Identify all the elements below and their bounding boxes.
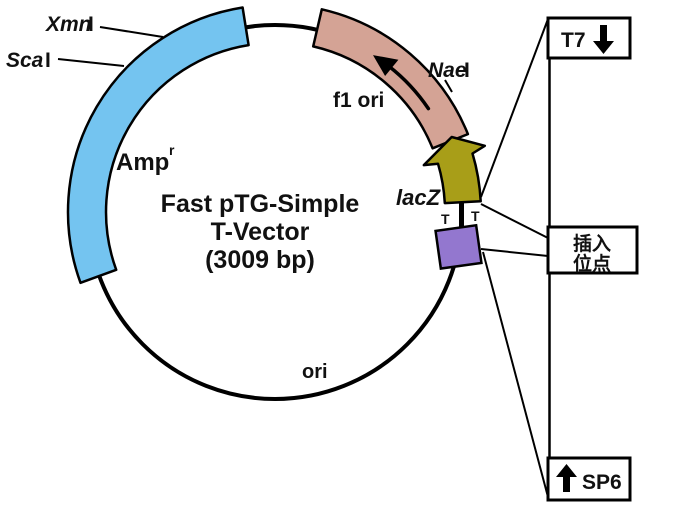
f1-ori-direction-arrow-shaft <box>387 64 431 111</box>
f1-ori-direction-arrow-head-icon <box>373 55 399 76</box>
insertion-site-label-line1: 插入 <box>573 233 611 255</box>
t7-box <box>546 16 632 60</box>
sp6-up-arrow-icon <box>556 464 577 492</box>
t-overhang-right-label: T <box>471 208 480 224</box>
lacz-block-arrow <box>422 135 487 205</box>
callout-line-sp6 <box>482 251 549 498</box>
amp-gene-superscript: r <box>169 142 175 158</box>
t7-label: T7 <box>561 29 586 52</box>
f1-ori-label: f1 ori <box>333 89 384 112</box>
t7-down-arrow-icon <box>593 25 614 54</box>
ori-label: ori <box>302 361 328 383</box>
xmni-site-label-suffix: I <box>88 13 94 36</box>
plasmid-title-line2: T-Vector <box>211 218 310 246</box>
callout-line-insertion-lower <box>480 248 549 257</box>
scai-site-label-suffix: I <box>45 49 51 72</box>
sp6-box <box>546 456 632 502</box>
naei-site-label-suffix: I <box>464 59 470 82</box>
naei-leader-line <box>444 79 453 93</box>
xmni-leader-line <box>99 26 164 38</box>
scai-site-label-italic: Sca <box>6 49 44 72</box>
xmni-site-label-italic: Xmn <box>45 13 92 36</box>
lacz-gene-label: lacZ <box>396 185 442 210</box>
callout-line-t7 <box>480 18 549 198</box>
amp-gene-label: Amp <box>116 149 169 176</box>
insertion-site-label-line2: 位点 <box>573 252 611 275</box>
naei-site-label-italic: Nae <box>428 59 467 82</box>
insertion-site-marker <box>434 223 483 271</box>
sp6-label: SP6 <box>582 471 622 494</box>
plasmid-title-line3: (3009 bp) <box>205 246 315 274</box>
plasmid-title-line1: Fast pTG-Simple <box>161 190 360 218</box>
callout-line-insertion-upper <box>480 203 549 239</box>
scai-leader-line <box>57 58 125 67</box>
t-overhang-left-label: T <box>441 211 450 227</box>
insertion-site-box <box>546 225 639 275</box>
amp-resistance-arc <box>66 6 250 285</box>
